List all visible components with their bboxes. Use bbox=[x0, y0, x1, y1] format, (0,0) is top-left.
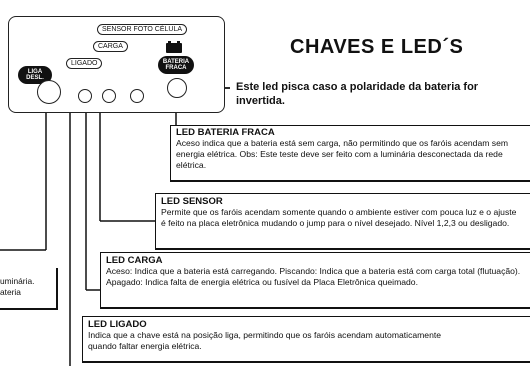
box-ligado: LED LIGADO Indica que a chave está na po… bbox=[82, 316, 530, 363]
box-ligado-heading: LED LIGADO bbox=[88, 319, 147, 330]
led-carga bbox=[102, 89, 116, 103]
box-bateria-fraca-heading: LED BATERIA FRACA bbox=[176, 127, 275, 138]
box-bateria-fraca-body: Aceso indica que a bateria está sem carg… bbox=[176, 138, 509, 170]
liga-desl-switch[interactable] bbox=[37, 80, 61, 104]
polarity-note: Este led pisca caso a polaridade da bate… bbox=[236, 81, 479, 107]
page-title: CHAVES E LED´S bbox=[290, 36, 464, 58]
battery-icon bbox=[166, 41, 182, 53]
box-sensor-body: Permite que os faróis acendam somente qu… bbox=[161, 207, 517, 228]
box-sensor-heading: LED SENSOR bbox=[161, 196, 223, 207]
partial-box-line1: uminária. bbox=[0, 276, 35, 286]
box-bateria-fraca: LED BATERIA FRACA Aceso indica que a bat… bbox=[170, 125, 530, 182]
led-sensor bbox=[130, 89, 144, 103]
led-bateria-fraca bbox=[167, 78, 187, 98]
ligado-label: LIGADO bbox=[66, 58, 103, 69]
led-ligado bbox=[78, 89, 92, 103]
liga-desl-label: LIGA DESL. bbox=[18, 66, 52, 84]
box-ligado-body: Indica que a chave está na posição liga,… bbox=[88, 330, 442, 351]
partial-box-line2: ateria bbox=[0, 287, 21, 297]
box-carga-heading: LED CARGA bbox=[106, 255, 163, 266]
box-carga-body: Aceso: Indica que a bateria está carrega… bbox=[106, 266, 521, 287]
box-sensor: LED SENSOR Permite que os faróis acendam… bbox=[155, 193, 530, 250]
carga-label: CARGA bbox=[93, 41, 128, 52]
partial-box: uminária. ateria bbox=[0, 268, 58, 310]
box-carga: LED CARGA Aceso: Indica que a bateria es… bbox=[100, 252, 530, 309]
bateria-fraca-label: BATERIA FRACA bbox=[158, 56, 194, 74]
sensor-label: SENSOR FOTO CÉLULA bbox=[97, 24, 188, 35]
